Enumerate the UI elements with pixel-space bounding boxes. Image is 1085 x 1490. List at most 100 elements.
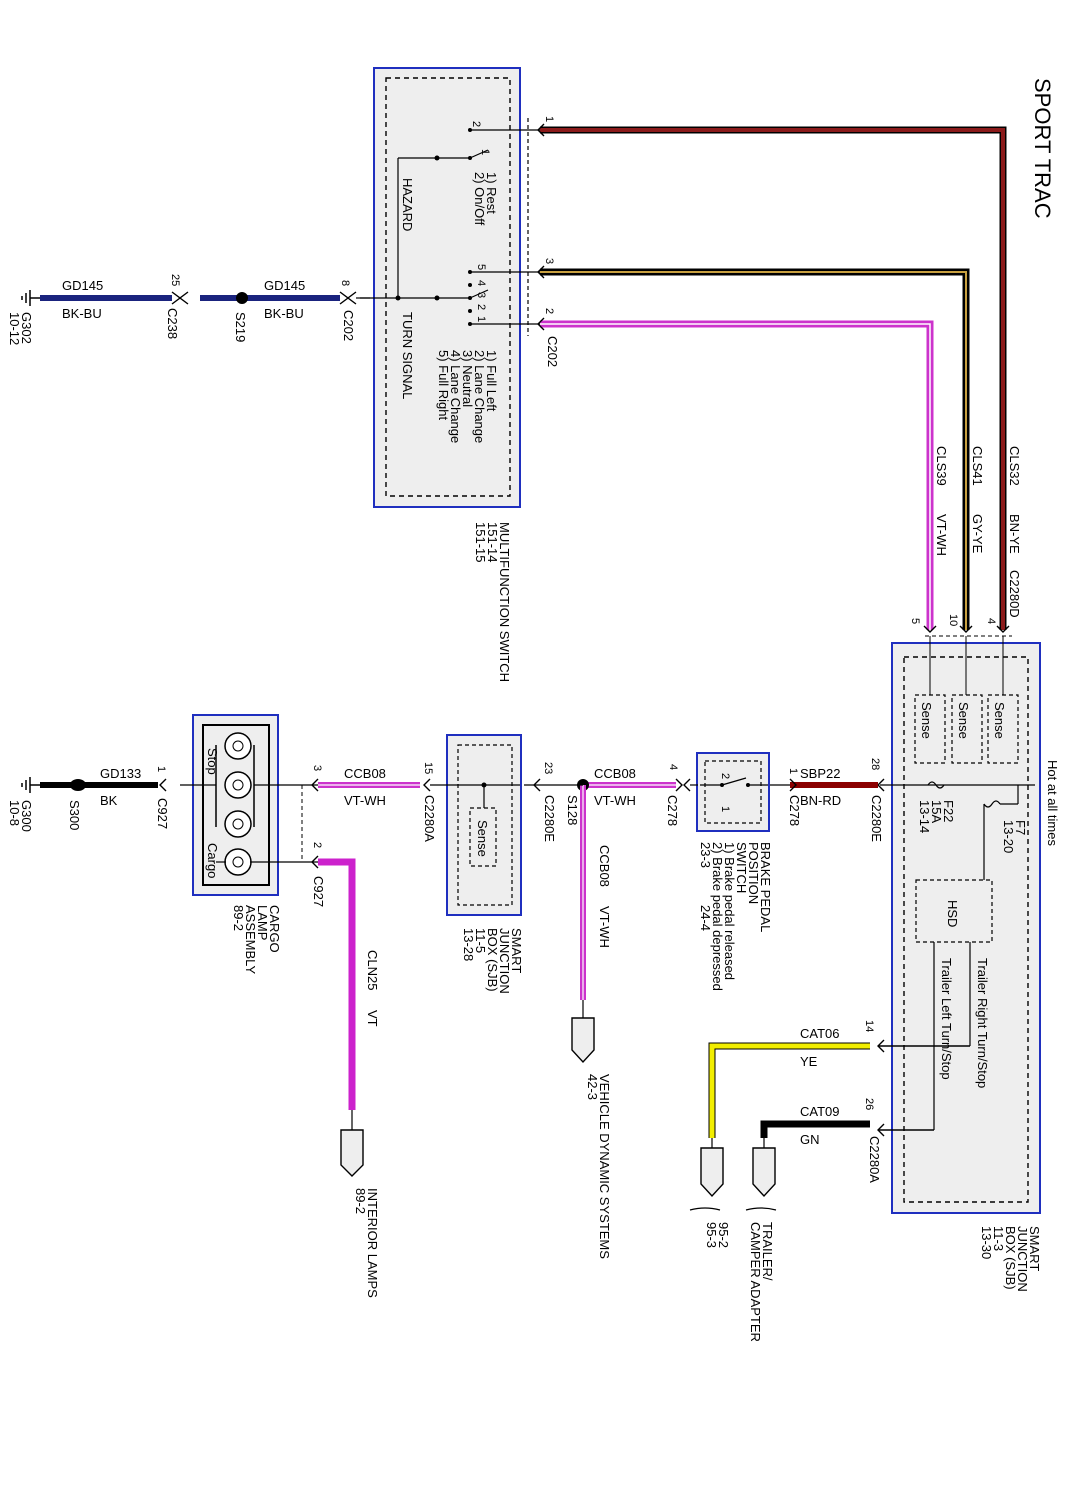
c2280d-label: C2280D	[1007, 570, 1022, 618]
ground-wire2-color: BK-BU	[264, 306, 304, 321]
stop-label: Stop	[205, 748, 220, 775]
sjb-main-name: JUNCTION	[1015, 1226, 1030, 1292]
trailer-name: TRAILER/	[760, 1222, 775, 1281]
sjb-main-name: BOX (SJB)	[1003, 1226, 1018, 1290]
c2280d-pin: 4	[985, 618, 997, 624]
ccb08-a-color: VT-WH	[594, 793, 636, 808]
hazard-position: 2) On/Off	[472, 172, 487, 226]
trailer-left-label: Trailer Left Turn/Stop	[939, 958, 954, 1080]
gd133-code: GD133	[100, 766, 141, 781]
hsd-box	[915, 879, 993, 943]
f22-ref: 13-14	[917, 800, 932, 833]
wire-code-cls32: CLS32	[1007, 446, 1022, 486]
g300-label: G300	[19, 800, 34, 832]
s219-label: S219	[233, 312, 248, 342]
interior-lamps-ref: 89-2	[353, 1188, 368, 1214]
c927-label-left: C927	[155, 798, 170, 829]
c927-pin-3: 3	[311, 765, 323, 771]
g300-ref: 10-8	[7, 800, 22, 826]
c2280e-pin-23: 23	[542, 762, 554, 774]
sjb-pin-26: 26	[863, 1098, 875, 1110]
c202-pin: 1	[543, 116, 555, 122]
sjb-small-sense: Sense	[475, 820, 490, 857]
sbp22-code: SBP22	[800, 766, 840, 781]
c2280d-pin: 10	[947, 614, 959, 626]
c927-pin-1: 1	[155, 766, 167, 772]
turn-signal-label: TURN SIGNAL	[400, 312, 415, 399]
brake-pos-2: 2) Brake pedal depressed	[710, 842, 725, 991]
cat09-code: CAT09	[800, 1104, 840, 1119]
multifunction-switch-box	[373, 67, 521, 508]
mfs-pin: 2	[470, 121, 482, 127]
sjb-small-box	[446, 734, 522, 916]
wire-code-cls41: CLS41	[970, 446, 985, 486]
f7-ref: 13-20	[1001, 820, 1016, 853]
cargo-lamp-name: CARGO	[267, 905, 282, 953]
sjb-main-ref: 13-30	[979, 1226, 994, 1259]
c238-label: C238	[165, 308, 180, 339]
sense-label: Sense	[992, 702, 1007, 739]
wire-color-vt-wh: VT-WH	[934, 514, 949, 556]
ye-color: YE	[800, 1054, 818, 1069]
c927-label-right: C927	[311, 876, 326, 907]
interior-lamps-name: INTERIOR LAMPS	[365, 1188, 380, 1298]
c238-pin: 25	[169, 274, 181, 286]
c278-label-right: C278	[787, 795, 802, 826]
hsd-label: HSD	[945, 900, 960, 927]
trailer-name: CAMPER ADAPTER	[748, 1222, 763, 1342]
sense-label: Sense	[956, 702, 971, 739]
c278-label-left: C278	[665, 795, 680, 826]
c2280a-pin-15: 15	[422, 762, 434, 774]
sjb-small-name: SMART	[509, 928, 524, 973]
trailer-connector-icon	[700, 1147, 724, 1198]
g302-label: G302	[19, 312, 34, 344]
ccb08-b-color: VT-WH	[344, 793, 386, 808]
vds-ref: 42-3	[585, 1074, 600, 1100]
c202-pin-8: 8	[339, 280, 351, 286]
wire-code-cls39: CLS39	[934, 446, 949, 486]
sjb-main-name: SMART	[1027, 1226, 1042, 1271]
c278-pin-1: 1	[787, 768, 799, 774]
brake-switch-name: BRAKE PEDAL	[758, 842, 773, 932]
bulb-icon	[224, 732, 252, 760]
interior-wire-color: VT	[365, 1010, 380, 1027]
mfs-pin: 4	[475, 280, 487, 286]
mfs-name: MULTIFUNCTION SWITCH	[497, 522, 512, 682]
mfs-ref: 151-15	[473, 522, 488, 562]
bulb-icon	[224, 771, 252, 799]
wire-color-bn-ye: BN-YE	[1007, 514, 1022, 554]
trailer-ref: 95-3	[704, 1222, 719, 1248]
brake-pos-1: 1) Brake pedal released	[722, 842, 737, 980]
turn-position: 1) Full Left	[484, 350, 499, 412]
c278-pin-4: 4	[667, 764, 679, 770]
c202-label-right: C202	[545, 336, 560, 367]
c2280e-label-mid: C2280E	[542, 795, 557, 842]
sjb-small-name: BOX (SJB)	[485, 928, 500, 992]
f22-label: F22	[941, 800, 956, 822]
mfs-pin: 3	[475, 292, 487, 298]
trailer-ref: 95-2	[716, 1222, 731, 1248]
turn-position: 5) Full Right	[436, 350, 451, 420]
c2280a-label-right: C2280A	[867, 1136, 882, 1183]
mfs-ref: 151-14	[485, 522, 500, 562]
sjb-main-ref: 11-3	[991, 1226, 1006, 1251]
hazard-position: 1) Rest	[484, 172, 499, 214]
c2280a-label-left: C2280A	[422, 795, 437, 842]
trailer-connector-icon	[752, 1147, 776, 1198]
turn-position: 3) Neutral	[460, 350, 475, 407]
bn-rd-color: BN-RD	[800, 793, 841, 808]
vds-wire-color: VT-WH	[597, 906, 612, 948]
cargo-lamp-ref: 89-2	[231, 905, 246, 931]
c202-pin: 2	[543, 308, 555, 314]
s300-splice	[70, 779, 86, 791]
mfs-pin: 2	[475, 304, 487, 310]
hazard-label: HAZARD	[400, 178, 415, 231]
ground-wire2-code: GD145	[264, 278, 305, 293]
vds-wire-code: CCB08	[597, 845, 612, 887]
brake-switch-name: SWITCH	[734, 842, 749, 893]
c927-pin-2: 2	[311, 842, 323, 848]
c2280e-label: C2280E	[869, 795, 884, 842]
sjb-small-ref: 11-5	[473, 928, 488, 953]
ground-g302-wire-color: BK-BU	[62, 306, 102, 321]
turn-position: 2) Lane Change	[472, 350, 487, 443]
